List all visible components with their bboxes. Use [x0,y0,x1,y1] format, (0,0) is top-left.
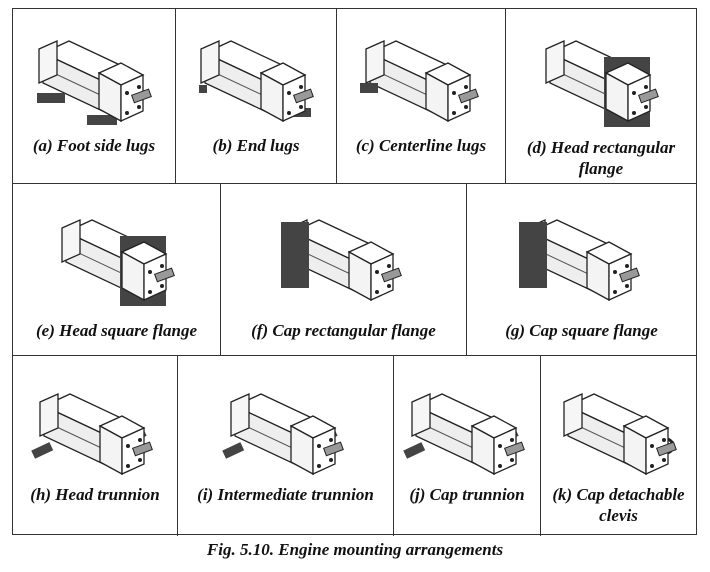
mounting-figure-grid: (a) Foot side lugs (b) End lugs (c) Cent… [12,8,697,536]
cylinder-illustration [52,202,182,317]
panel-label: (g) Cap square flange [505,321,658,340]
panel-label: (c) Centerline lugs [355,136,487,155]
cylinder-illustration [221,376,351,491]
cylinder-illustration [517,202,647,317]
panel-centerline-lugs: (c) Centerline lugs [337,9,506,183]
panel-end-lugs: (b) End lugs [176,9,337,183]
cylinder-illustration [191,23,321,138]
figure-row-1: (a) Foot side lugs (b) End lugs (c) Cent… [13,9,696,184]
panel-intermediate-trunnion: (i) Intermediate trunnion [178,356,394,536]
cylinder-illustration [30,376,160,491]
panel-label: (j) Cap trunnion [409,485,525,504]
figure-row-3: (h) Head trunnion (i) Intermediate trunn… [13,356,696,536]
panel-head-square-flange: (e) Head square flange [13,184,221,355]
panel-label: (a) Foot side lugs [32,136,156,155]
cylinder-illustration [356,23,486,138]
cylinder-illustration [279,202,409,317]
figure-row-2: (e) Head square flange (f) Cap rectangul… [13,184,696,356]
panel-head-rectangular-flange: (d) Head rectangular flange [506,9,696,183]
panel-label: (b) End lugs [212,136,300,155]
panel-label: (f) Cap rectangular flange [251,321,436,340]
panel-cap-rectangular-flange: (f) Cap rectangular flange [221,184,467,355]
panel-foot-side-lugs: (a) Foot side lugs [13,9,176,183]
cylinder-illustration [554,376,684,491]
panel-label: (h) Head trunnion [30,485,160,504]
panel-cap-detachable-clevis: (k) Cap detachable clevis [541,356,696,536]
panel-label: (i) Intermediate trunnion [197,485,374,504]
panel-cap-trunnion: (j) Cap trunnion [394,356,541,536]
panel-head-trunnion: (h) Head trunnion [13,356,178,536]
figure-caption: Fig. 5.10. Engine mounting arrangements [206,540,504,559]
cylinder-illustration [536,23,666,138]
panel-label: (d) Head rectangular flange [526,138,676,178]
panel-label: (k) Cap detachable clevis [552,485,685,525]
cylinder-illustration [29,23,159,138]
panel-label: (e) Head square flange [35,321,197,340]
panel-cap-square-flange: (g) Cap square flange [467,184,696,355]
cylinder-illustration [402,376,532,491]
